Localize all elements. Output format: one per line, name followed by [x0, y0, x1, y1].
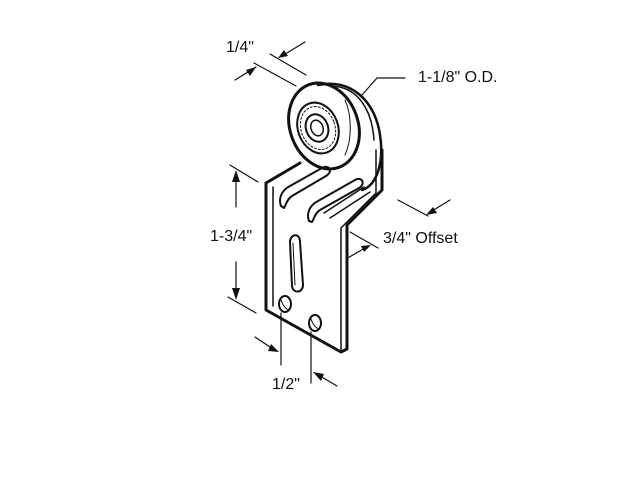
- label-offset: 3/4" Offset: [383, 230, 458, 247]
- label-bracket-height: 1-3/4": [210, 228, 253, 245]
- dimension-wheel-width: [234, 41, 307, 87]
- dimension-hole-spacing: [254, 312, 338, 387]
- label-hole-spacing: 1/2": [272, 376, 300, 393]
- label-wheel-width: 1/4": [226, 39, 254, 56]
- dimension-wheel-diameter: [361, 77, 406, 96]
- label-wheel-diameter: 1-1/8" O.D.: [418, 69, 498, 86]
- dimension-bracket-height: [227, 164, 259, 314]
- bracket: [264, 148, 384, 354]
- dimension-offset: [345, 199, 451, 260]
- roller-wheel: [287, 81, 383, 192]
